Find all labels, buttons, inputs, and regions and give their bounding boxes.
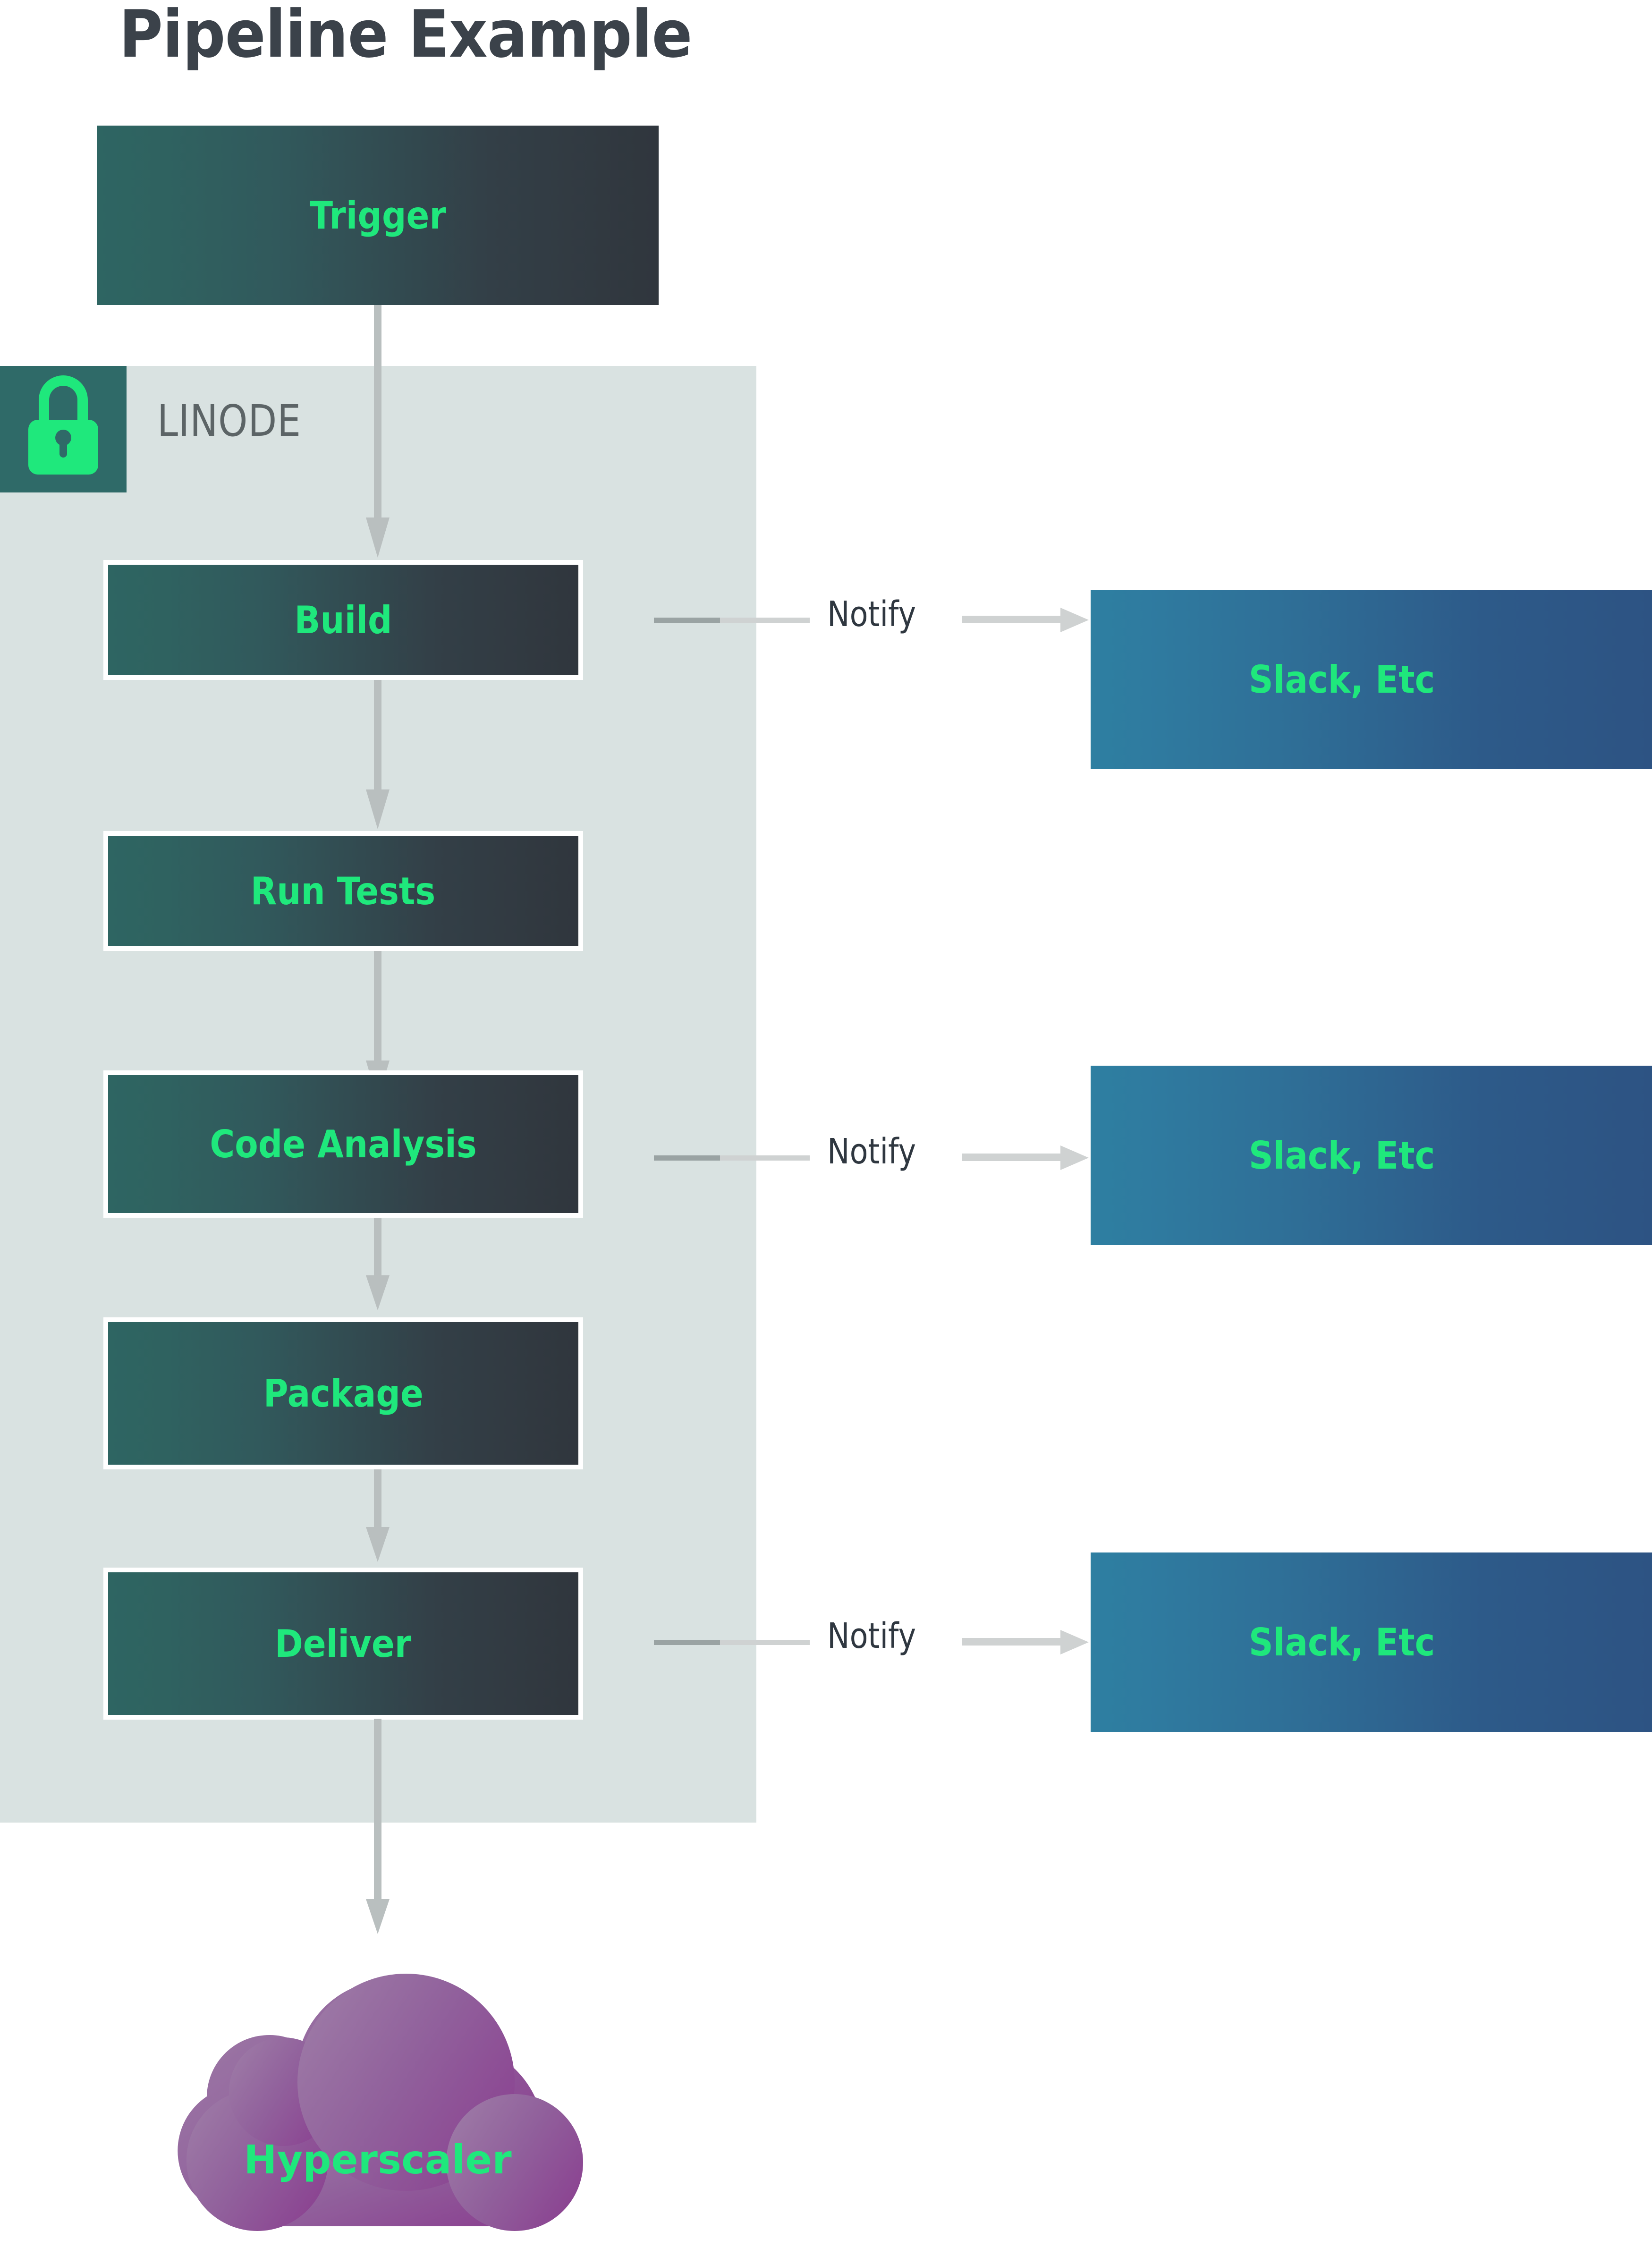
node-slack-1-label: Slack, Etc [1249, 657, 1435, 702]
node-slack-2[interactable]: Slack, Etc [1091, 1066, 1652, 1245]
arrow-notify-3 [962, 1630, 1089, 1654]
node-deliver-label: Deliver [275, 1621, 412, 1666]
node-run-tests-label: Run Tests [251, 869, 436, 913]
notify-line-2-left [654, 1155, 720, 1161]
notify-label-3: Notify [827, 1616, 916, 1656]
node-trigger-label: Trigger [309, 193, 446, 238]
node-run-tests[interactable]: Run Tests [108, 836, 578, 946]
notify-line-2-mid [720, 1155, 810, 1161]
node-build-label: Build [294, 598, 392, 642]
node-code-analysis[interactable]: Code Analysis [108, 1075, 578, 1213]
arrow-code-analysis-to-package [366, 1218, 390, 1310]
node-package-label: Package [263, 1371, 424, 1416]
node-deliver[interactable]: Deliver [108, 1572, 578, 1715]
cloud-icon [178, 1974, 583, 2231]
notify-label-2: Notify [827, 1131, 916, 1172]
node-slack-2-label: Slack, Etc [1249, 1133, 1435, 1178]
page-title: Pipeline Example [119, 0, 693, 72]
node-code-analysis-label: Code Analysis [210, 1122, 477, 1166]
arrow-package-to-deliver [366, 1469, 390, 1562]
linode-zone-label: LINODE [157, 396, 301, 446]
node-hyperscaler[interactable]: Hyperscaler [142, 1941, 614, 2248]
notify-line-3-mid [720, 1640, 810, 1645]
notify-label-1: Notify [827, 594, 916, 635]
arrow-trigger-to-build [366, 305, 390, 558]
node-slack-3[interactable]: Slack, Etc [1091, 1552, 1652, 1732]
node-slack-3-label: Slack, Etc [1249, 1620, 1435, 1664]
notify-line-1-mid [720, 618, 810, 623]
node-slack-1[interactable]: Slack, Etc [1091, 590, 1652, 769]
node-build[interactable]: Build [108, 565, 578, 675]
linode-badge [0, 366, 127, 492]
arrow-deliver-to-hyperscaler [366, 1719, 390, 1934]
lock-icon [28, 375, 98, 475]
notify-line-1-left [654, 618, 720, 623]
arrow-build-to-run-tests [366, 680, 390, 829]
node-package[interactable]: Package [108, 1322, 578, 1465]
arrow-notify-2 [962, 1145, 1089, 1170]
node-trigger[interactable]: Trigger [97, 126, 659, 305]
notify-line-3-left [654, 1640, 720, 1645]
arrow-notify-1 [962, 608, 1089, 632]
